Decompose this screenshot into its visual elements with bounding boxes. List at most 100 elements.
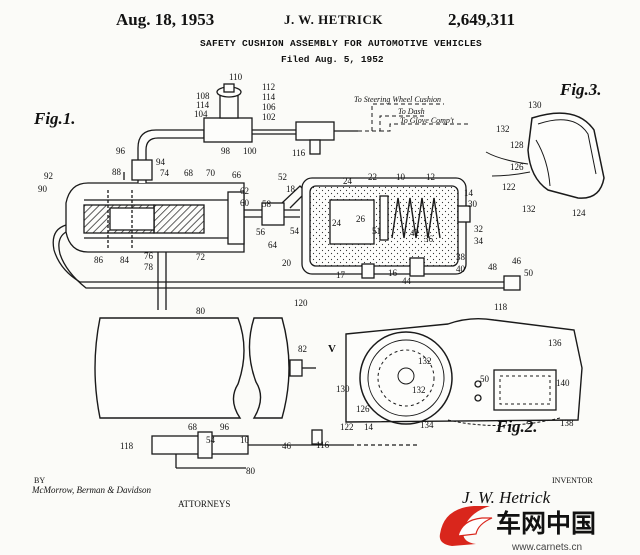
ref-numeral: 16 (388, 268, 398, 278)
ref-numeral: 98 (221, 146, 231, 156)
ref-numeral: 132 (496, 124, 510, 134)
dash-knob (474, 380, 482, 388)
ref-numeral: 42 (410, 228, 419, 238)
attorney-signature: McMorrow, Berman & Davidson (32, 485, 151, 495)
ref-numeral: 140 (556, 378, 570, 388)
route-to-dash (372, 115, 426, 132)
ref-numeral: 102 (262, 112, 276, 122)
ref-numeral: 62 (240, 186, 249, 196)
valve-body (203, 117, 253, 143)
ref-numeral: 128 (510, 140, 524, 150)
tank-body-right (248, 317, 290, 419)
ref-numeral: 54 (206, 435, 216, 445)
control-valve (197, 431, 213, 459)
control-switch (311, 429, 323, 445)
coupling-nut (309, 139, 321, 155)
ref-numeral: 84 (120, 255, 130, 265)
ref-numeral: 80 (246, 466, 256, 476)
valve-stem (223, 83, 235, 93)
ref-numeral: 80 (196, 306, 206, 316)
ref-numeral: 112 (262, 82, 275, 92)
tank-outlet (289, 359, 303, 377)
steering-wheel-inner (367, 339, 445, 417)
ref-numeral: 17 (336, 270, 346, 280)
figure-2 (345, 317, 583, 427)
ref-numeral: 60 (240, 198, 250, 208)
ref-numeral: 68 (188, 422, 198, 432)
ref-numeral: 114 (262, 92, 276, 102)
watermark-name: 车网中国 (496, 509, 596, 538)
ref-numeral: 108 (196, 91, 210, 101)
route-to-glove (380, 123, 470, 132)
ref-numeral: 64 (268, 240, 278, 250)
ref-numeral: 54 (290, 226, 300, 236)
ref-numeral: 132 (418, 356, 432, 366)
tank-body-left (94, 317, 245, 419)
control-line (151, 429, 420, 469)
ref-numeral: 44 (402, 276, 412, 286)
watermark-swoosh-icon (439, 506, 490, 546)
patent-number: 2,649,311 (448, 10, 516, 29)
ref-numeral: 24 (332, 218, 342, 228)
ref-numeral: 114 (196, 100, 210, 110)
steering-hub (397, 367, 415, 385)
ref-numeral: 48 (488, 262, 498, 272)
ref-numeral: 138 (560, 418, 574, 428)
cylinder-end-cap (227, 191, 245, 245)
ref-numeral: 50 (524, 268, 534, 278)
annotation-steering: To Steering Wheel Cushion (354, 95, 441, 104)
watermark-logo: 车网中国 www.carnets.cn (439, 506, 596, 553)
transfer-fitting (261, 202, 285, 226)
gas-tank (94, 317, 316, 419)
route-to-steering (358, 103, 444, 132)
ref-numeral: 96 (220, 422, 230, 432)
ref-numeral: 51 (372, 226, 381, 236)
ref-numeral: 118 (494, 302, 508, 312)
tank-chamber (329, 199, 375, 245)
ref-numeral: 66 (232, 170, 242, 180)
ref-numeral: 126 (510, 162, 524, 172)
ref-numeral: 46 (282, 441, 292, 451)
ref-numeral: 136 (548, 338, 562, 348)
cylinder-hatch-mid (153, 204, 205, 234)
ref-numeral: 134 (420, 420, 434, 430)
cushion-lead (491, 171, 531, 177)
ref-numeral: 118 (120, 441, 134, 451)
cable-terminal (503, 275, 521, 291)
reference-numerals: 110 108 112 114 114 104 106 102 98 100 1… (38, 72, 586, 476)
ref-numeral: 10 (240, 435, 250, 445)
ref-numeral: 14 (464, 188, 474, 198)
glove-cushion (499, 375, 551, 405)
ref-numeral: 46 (512, 256, 522, 266)
inventor-name-header: J. W. HETRICK (284, 12, 383, 27)
ref-numeral: 36 (424, 234, 434, 244)
watermark-url: www.carnets.cn (511, 542, 582, 553)
cushion-seam (535, 139, 551, 187)
ref-numeral: 34 (474, 236, 484, 246)
ref-numeral: 96 (116, 146, 126, 156)
ref-numeral: 90 (38, 184, 48, 194)
lower-tube (52, 224, 420, 283)
coupling-fitting (295, 121, 335, 141)
figure-1 (52, 83, 521, 310)
ref-numeral: 30 (468, 199, 478, 209)
cushion-pad (527, 112, 605, 199)
figure-3 (485, 112, 605, 199)
ref-numeral: 124 (572, 208, 586, 218)
ref-numeral: 52 (278, 172, 287, 182)
ref-numeral: 106 (262, 102, 276, 112)
ref-numeral: 104 (194, 109, 208, 119)
annotation-dash: To Dash (398, 107, 425, 116)
ref-numeral: 76 (144, 251, 154, 261)
ref-numeral: 94 (156, 157, 166, 167)
tank-drain-valve (361, 263, 375, 279)
tank-fitting-right (457, 205, 471, 223)
tank-drain-valve (409, 257, 425, 277)
ref-numeral: 24 (343, 176, 353, 186)
ref-numeral: 32 (474, 224, 483, 234)
ref-numeral: 56 (256, 227, 266, 237)
ref-numeral: 26 (356, 214, 366, 224)
ref-numeral: 50 (480, 374, 490, 384)
